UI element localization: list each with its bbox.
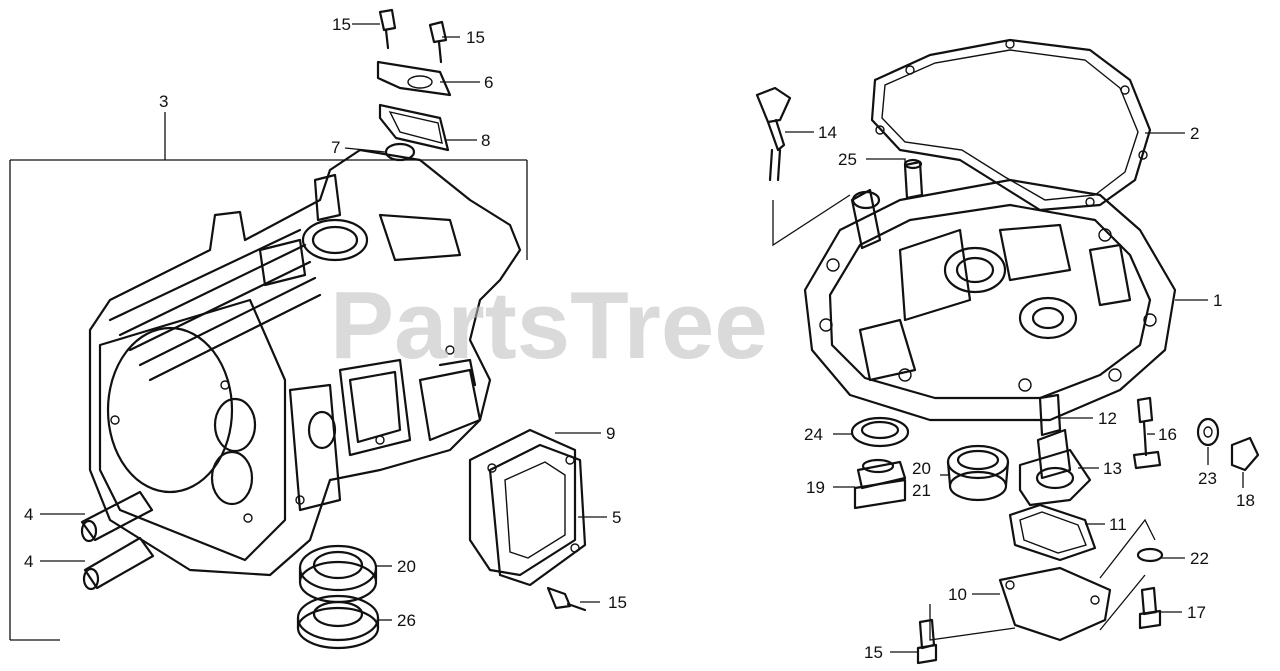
breather-cover: [468, 428, 587, 612]
label-4-upper: 4: [24, 505, 33, 524]
label-5: 5: [612, 508, 621, 527]
label-20-left: 20: [397, 557, 416, 576]
cylinder-block: [9, 148, 528, 641]
top-small-parts: [376, 8, 452, 162]
label-25: 25: [838, 150, 857, 169]
label-12: 12: [1098, 409, 1117, 428]
label-15-top-left: 15: [332, 15, 351, 34]
oil-plate: [929, 503, 1156, 642]
label-11: 11: [1109, 515, 1127, 534]
governor-parts: [850, 393, 1092, 510]
leader-lines: [40, 23, 1244, 653]
label-15-top-right: 15: [466, 28, 485, 47]
seal-and-bearing: [296, 544, 380, 650]
label-14: 14: [818, 123, 837, 142]
label-19: 19: [806, 478, 825, 497]
label-4-lower: 4: [24, 552, 33, 571]
label-1: 1: [1213, 291, 1222, 310]
label-20-right: 20: [912, 459, 931, 478]
label-21: 21: [912, 481, 931, 500]
label-18: 18: [1236, 491, 1255, 510]
label-6: 6: [484, 73, 493, 92]
crankcase-cover: [803, 178, 1177, 422]
label-10: 10: [948, 585, 967, 604]
label-16: 16: [1158, 425, 1177, 444]
label-15-bottom-center: 15: [608, 593, 627, 612]
label-26: 26: [397, 611, 416, 630]
dowel-pins: [80, 490, 155, 591]
dipstick-and-dowel: [755, 86, 924, 247]
part-labels: 1 2 3 4 4 5 6 7 8 9 10 11 12 13 14 15 15…: [24, 15, 1255, 662]
label-24: 24: [804, 425, 823, 444]
label-15-bottom-right: 15: [864, 643, 883, 662]
label-7: 7: [331, 138, 340, 157]
label-17: 17: [1187, 603, 1206, 622]
bolts-washers: [916, 396, 1260, 665]
label-9: 9: [606, 424, 615, 443]
watermark: PartsTree: [330, 272, 768, 379]
label-22: 22: [1190, 549, 1209, 568]
label-23: 23: [1198, 469, 1217, 488]
label-2: 2: [1190, 124, 1199, 143]
label-3: 3: [159, 92, 168, 111]
case-gasket: [870, 38, 1152, 212]
label-13: 13: [1103, 459, 1122, 478]
label-8: 8: [481, 131, 490, 150]
